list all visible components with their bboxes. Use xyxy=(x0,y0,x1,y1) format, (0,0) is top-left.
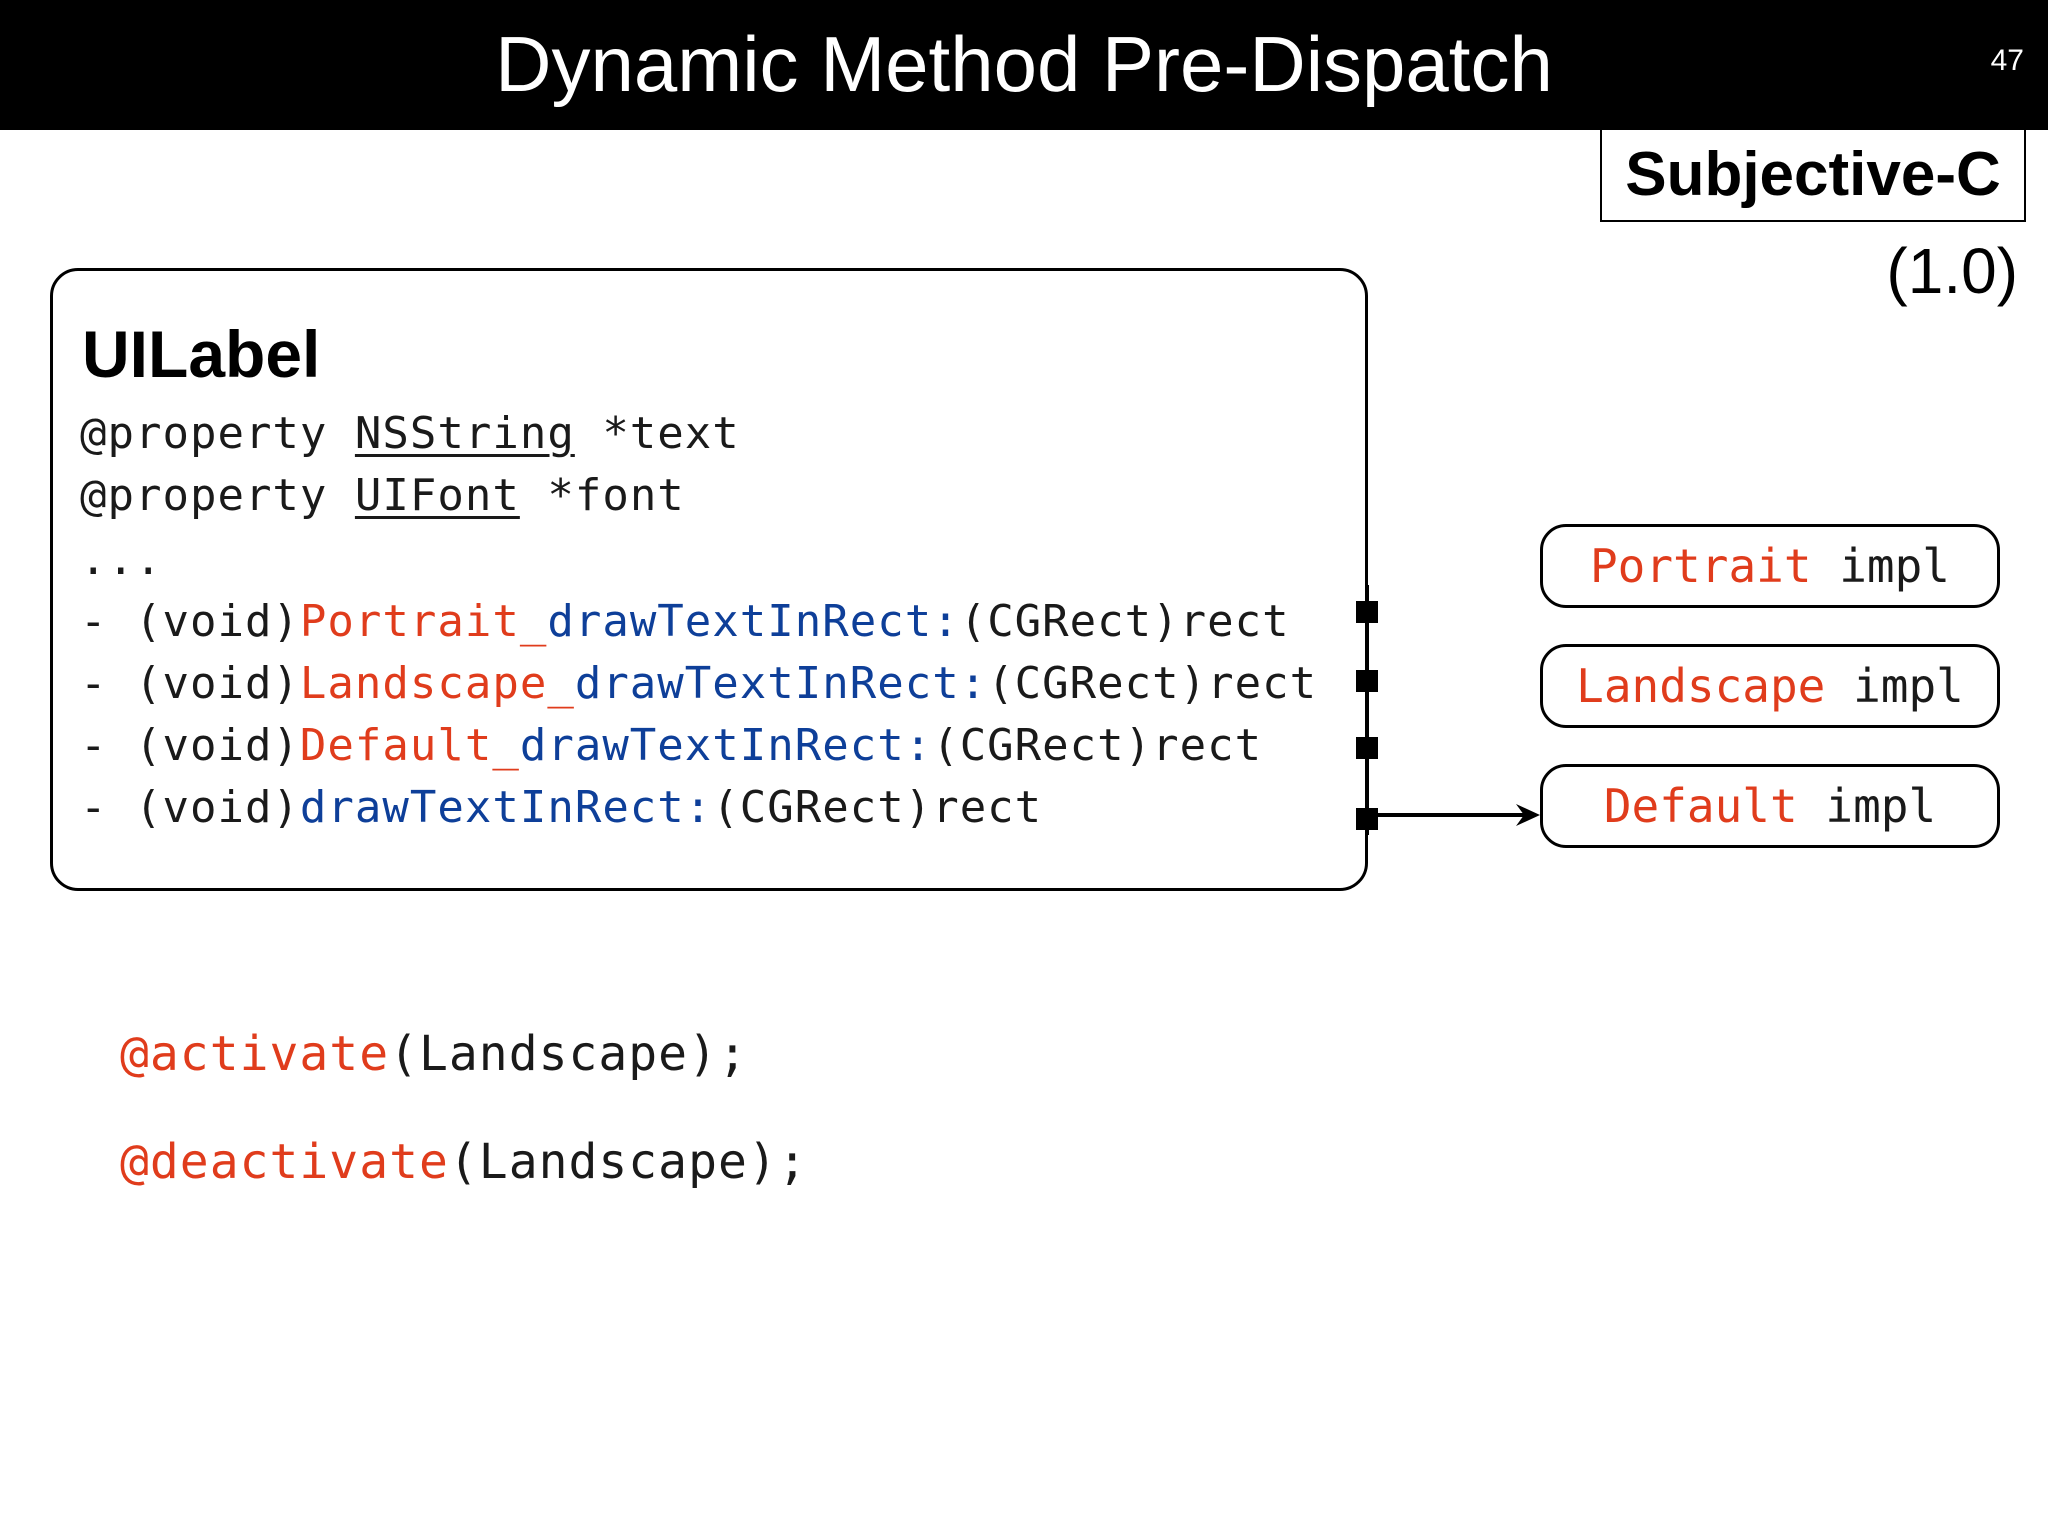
method-parameter: (CGRect)rect xyxy=(932,720,1263,771)
impl-variant-name: Default xyxy=(1603,779,1798,833)
class-box xyxy=(50,268,1368,891)
default-port xyxy=(1356,737,1378,759)
method-parameter: (CGRect)rect xyxy=(959,596,1290,647)
method-return-type: - (void) xyxy=(80,720,300,771)
deactivate-statement: @deactivate(Landscape); xyxy=(120,1132,808,1192)
property-type: UIFont xyxy=(354,470,520,521)
property-type: NSString xyxy=(354,408,575,459)
method-parameter: (CGRect)rect xyxy=(987,658,1318,709)
property-name: *font xyxy=(519,470,685,521)
impl-variant-name: Landscape xyxy=(1576,659,1826,713)
impl-box-default: Default impl xyxy=(1540,764,2000,848)
method-return-type: - (void) xyxy=(80,596,300,647)
statement-keyword: @deactivate xyxy=(120,1134,449,1190)
method-return-type: - (void) xyxy=(80,782,300,833)
ellipsis: ... xyxy=(80,534,163,585)
slide-number: 47 xyxy=(1990,44,2024,77)
method-line-dispatch: - (void)drawTextInRect:(CGRect)rect xyxy=(80,780,1042,836)
method-return-type: - (void) xyxy=(80,658,300,709)
class-name: UILabel xyxy=(82,317,321,391)
method-line-portrait: - (void)Portrait_drawTextInRect:(CGRect)… xyxy=(80,594,1290,650)
impl-label: impl xyxy=(1811,539,1951,593)
method-selector: drawTextInRect: xyxy=(547,596,960,647)
method-variant-prefix: Default_ xyxy=(299,720,520,771)
dispatch-arrow xyxy=(1368,804,1540,826)
method-line-landscape: - (void)Landscape_drawTextInRect:(CGRect… xyxy=(80,656,1317,712)
activate-statement: @activate(Landscape); xyxy=(120,1024,748,1084)
slide-title: Dynamic Method Pre-Dispatch xyxy=(495,20,1553,108)
dispatch-connector-line xyxy=(1366,585,1369,835)
method-line-default: - (void)Default_drawTextInRect:(CGRect)r… xyxy=(80,718,1262,774)
property-keyword: @property xyxy=(80,408,355,459)
version-label: (1.0) xyxy=(1886,235,2018,307)
title-bar xyxy=(0,0,2048,130)
impl-label: impl xyxy=(1825,659,1964,713)
language-badge: Subjective-C xyxy=(1600,130,2026,222)
property-line-text: @property NSString *text xyxy=(80,406,740,462)
property-keyword: @property xyxy=(80,470,355,521)
method-parameter: (CGRect)rect xyxy=(712,782,1043,833)
property-name: *text xyxy=(574,408,740,459)
impl-box-landscape: Landscape impl xyxy=(1540,644,2000,728)
statement-keyword: @activate xyxy=(120,1026,390,1082)
impl-box-portrait: Portrait impl xyxy=(1540,524,2000,608)
property-line-font: @property UIFont *font xyxy=(80,468,685,524)
statement-args: (Landscape); xyxy=(448,1134,808,1190)
statement-args: (Landscape); xyxy=(389,1026,748,1082)
landscape-port xyxy=(1356,670,1378,692)
method-variant-prefix: Landscape_ xyxy=(299,658,575,709)
method-variant-prefix: Portrait_ xyxy=(299,596,548,647)
impl-variant-name: Portrait xyxy=(1589,539,1812,593)
method-selector: drawTextInRect: xyxy=(299,782,713,833)
portrait-port xyxy=(1356,601,1378,623)
method-selector: drawTextInRect: xyxy=(574,658,988,709)
impl-label: impl xyxy=(1797,779,1937,833)
method-selector: drawTextInRect: xyxy=(519,720,933,771)
